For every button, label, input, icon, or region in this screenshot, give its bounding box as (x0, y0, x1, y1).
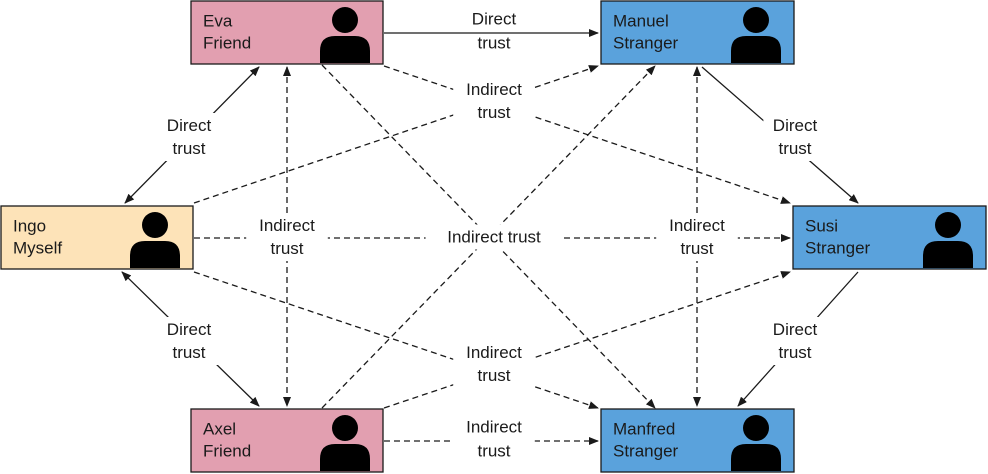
edge-label-background (157, 317, 221, 365)
edge-label-line: Indirect (669, 216, 725, 235)
edge-label-line: Indirect (466, 80, 522, 99)
edge-label-axel-manfred: Indirect trust (453, 416, 535, 464)
edge-label-ingo-susi: Indirect trust (425, 224, 563, 250)
edge-label-background (246, 213, 328, 261)
edge-label-line: trust (778, 343, 811, 362)
person-icon (320, 7, 370, 63)
edge-label-line: trust (477, 441, 510, 460)
edge-label-line: trust (680, 239, 713, 258)
edge-label-manuel-susi: Direct trust (763, 113, 827, 161)
node-role: Friend (203, 33, 251, 52)
edge-label-line: trust (270, 239, 303, 258)
edge-ingo-to-manuel (193, 65, 599, 204)
node-name: Susi (805, 216, 838, 235)
edge-label-line: Indirect (466, 343, 522, 362)
node-role: Stranger (613, 441, 679, 460)
node-name: Axel (203, 419, 236, 438)
edge-label-background (453, 416, 535, 464)
edge-label-line: trust (477, 103, 510, 122)
node-role: Stranger (805, 238, 871, 257)
edge-label-background (453, 340, 535, 388)
edge-label-line: Direct (167, 320, 212, 339)
edge-label-line: trust (172, 343, 205, 362)
person-icon (923, 212, 973, 268)
edge-axel-to-susi (383, 271, 791, 409)
edge-label-susi-manfred: Direct trust (763, 317, 827, 365)
edge-label-line: trust (778, 139, 811, 158)
node-role: Friend (203, 441, 251, 460)
person-icon (320, 415, 370, 471)
edge-label-background (763, 113, 827, 161)
edge-label-background (453, 77, 535, 125)
edge-label-manuel-manfred: Indirect trust (656, 213, 738, 261)
edge-label-line: Indirect (259, 216, 315, 235)
person-icon (731, 7, 781, 63)
edge-label-background (425, 224, 563, 250)
node-name: Ingo (13, 216, 46, 235)
edge-label-eva-manuel: Direct trust (472, 9, 517, 52)
node-name: Manuel (613, 11, 669, 30)
node-name: Manfred (613, 419, 675, 438)
edge-eva-to-susi (383, 65, 791, 204)
person-icon (130, 212, 180, 268)
node-name: Eva (203, 11, 233, 30)
edge-labels-layer: DirecttrustDirecttrustDirecttrustDirectt… (157, 9, 827, 464)
edge-label-line: trust (477, 366, 510, 385)
person-icon (731, 415, 781, 471)
node-role: Stranger (613, 33, 679, 52)
edge-label-line: Direct (773, 320, 818, 339)
edge-label-line: Direct (773, 116, 818, 135)
edge-label-eva-susi: Indirect trust (453, 77, 535, 125)
edge-label-line: Direct (167, 116, 212, 135)
edge-label-line: Indirect trust (447, 227, 541, 246)
edge-label-background (656, 213, 738, 261)
edge-label-background (763, 317, 827, 365)
edge-label-line: trust (172, 139, 205, 158)
edge-label-background (157, 113, 221, 161)
edge-label-line: trust (477, 33, 510, 52)
edge-label-eva-axel: Indirect trust (246, 213, 328, 261)
edge-label-line: Indirect (466, 417, 522, 436)
edge-label-ingo-manfred: Indirect trust (453, 340, 535, 388)
edge-label-line: Direct (472, 9, 517, 28)
edge-label-ingo-axel: Direct trust (157, 317, 221, 365)
node-role: Myself (13, 238, 62, 257)
edge-ingo-to-manfred (193, 271, 599, 409)
edge-label-ingo-eva: Direct trust (157, 113, 221, 161)
